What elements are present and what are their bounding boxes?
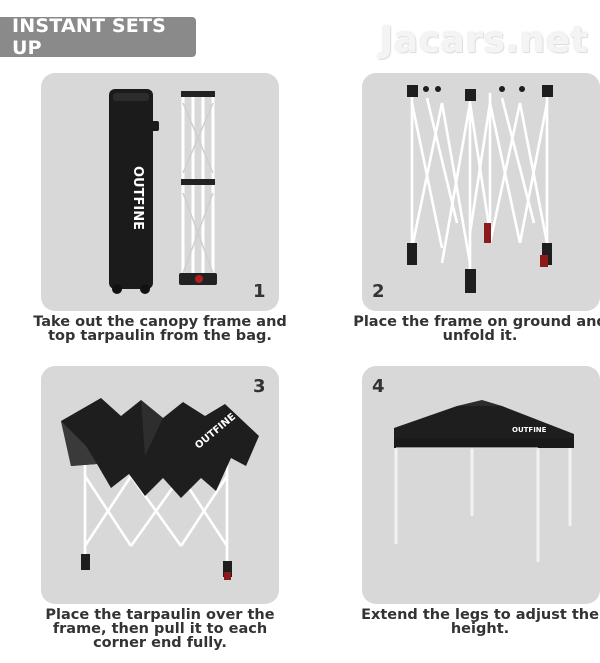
step-1-caption-line-2: top tarpaulin from the bag. [48,328,272,344]
step-3-caption: Place the tarpaulin over the frame, then… [15,607,305,651]
step-3-caption-line-2: frame, then pull it to each [52,621,268,637]
step-3-caption-line-1: Place the tarpaulin over the [45,607,275,623]
step-3-caption-line-3: corner end fully. [93,635,227,651]
step-1-caption: Take out the canopy frame and top tarpau… [15,314,305,344]
step-1-caption-line-1: Take out the canopy frame and [33,314,287,330]
step-4-caption-line-1: Extend the legs to adjust the [361,607,599,623]
step-4-caption: Extend the legs to adjust the height. [335,607,600,637]
brand-name: OUTFINE [130,166,145,230]
watermark: Jacars.net [380,20,589,61]
roof-brand-label: OUTFINE [512,426,546,434]
unfolded-frame-illustration [407,85,553,293]
step-4-panel: OUTFINE 4 [362,366,600,604]
step-2-caption-line-1: Place the frame on ground and [353,314,600,330]
bag-brand-label: OUTFINE [119,143,145,253]
step-2-panel: 2 [362,73,600,311]
assembled-canopy-illustration [394,400,574,562]
step-3-panel: OUTFINE 3 [41,366,279,604]
step-2-caption: Place the frame on ground and unfold it. [335,314,600,344]
step-2-number: 2 [372,281,385,302]
section-title: INSTANT SETS UP [12,15,167,59]
step-4-number: 4 [372,376,385,397]
roof-brand-name: OUTFINE [512,426,547,434]
bag-and-folded-frame-illustration [109,89,217,294]
step-3-number: 3 [253,376,266,397]
tarpaulin-over-frame-illustration [61,398,259,580]
step-2-caption-line-2: unfold it. [442,328,518,344]
section-title-badge: INSTANT SETS UP [0,15,196,59]
step-1-number: 1 [253,281,266,302]
step-4-caption-line-2: height. [450,621,510,637]
step-1-panel: OUTFINE 1 [41,73,279,311]
